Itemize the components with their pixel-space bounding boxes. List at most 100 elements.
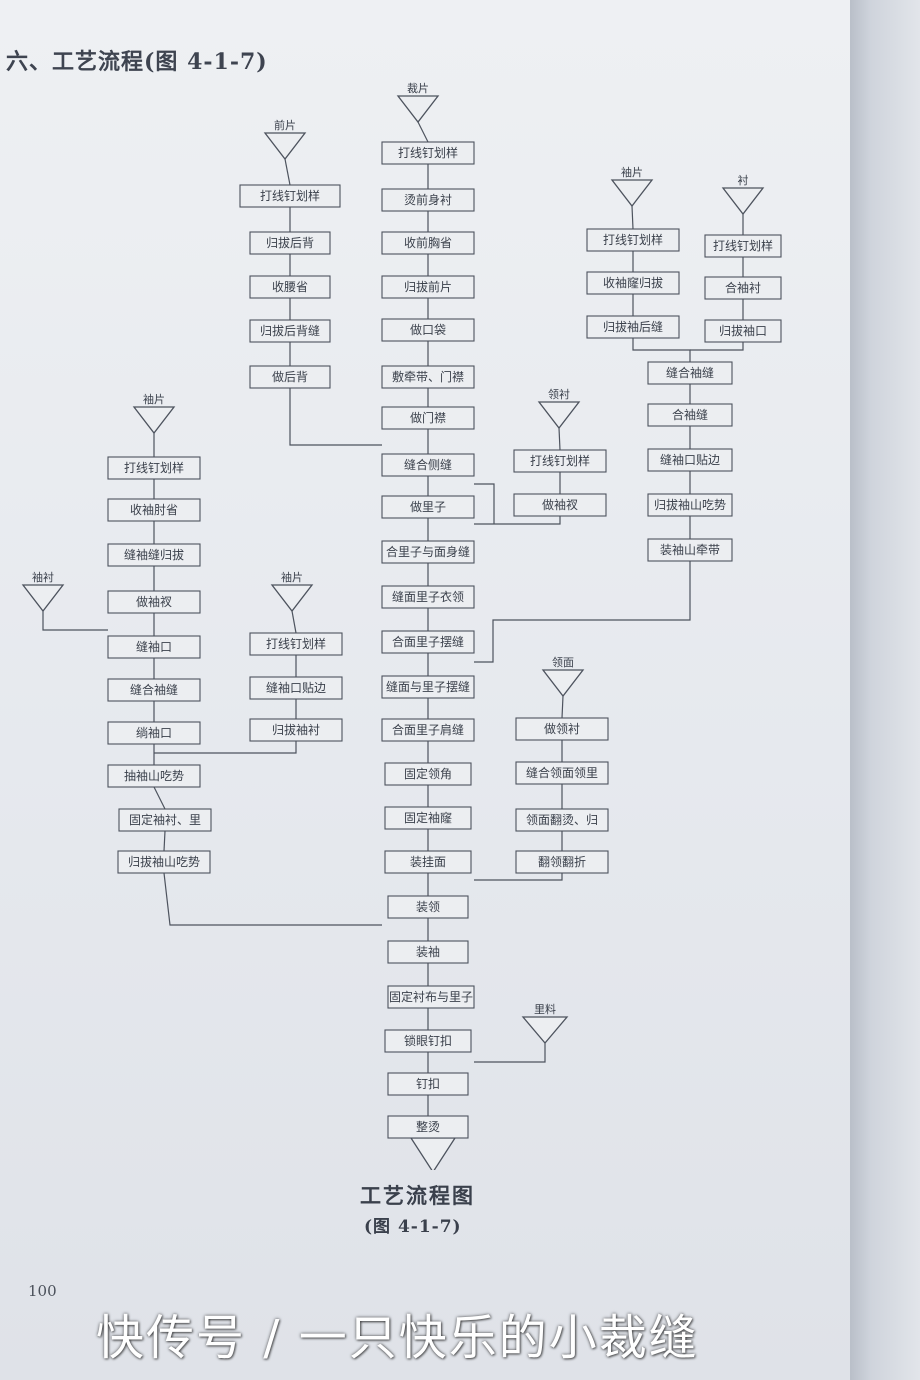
material-input-label: 领面 xyxy=(552,656,574,669)
process-step-frame xyxy=(704,319,782,343)
process-step-box: 缝面与里子摆缝 xyxy=(381,675,475,699)
process-step-frame xyxy=(249,676,343,700)
section-title: 六、工艺流程(图 4-1-7) xyxy=(6,49,268,75)
material-input-triangle xyxy=(21,584,65,613)
process-step-box: 归拔袖后缝 xyxy=(586,315,680,339)
material-input-triangle xyxy=(132,406,176,435)
process-step-label: 合里子与面身缝 xyxy=(386,544,470,559)
process-step-frame xyxy=(515,761,609,785)
material-input-triangle xyxy=(396,95,440,124)
process-step-frame xyxy=(647,448,733,472)
material-input-triangle xyxy=(537,401,581,430)
process-step-label: 归拔前片 xyxy=(404,279,452,294)
process-step-label: 缝合领面领里 xyxy=(526,765,598,780)
flow-connector xyxy=(474,1043,546,1063)
process-step-frame xyxy=(513,493,607,517)
process-step-label: 缝袖缝归拔 xyxy=(124,547,184,562)
process-step-box: 缝合袖缝 xyxy=(107,678,201,702)
process-step-box: 归拔袖口 xyxy=(704,319,782,343)
process-step-label: 归拔袖山吃势 xyxy=(654,497,726,512)
process-flow-chart: 裁片前片袖片衬袖片袖衬袖片领衬里料领面 打线钉划样烫前身衬收前胸省归拔前片做口袋… xyxy=(21,82,782,1170)
process-step-frame xyxy=(107,543,201,567)
process-step-box: 翻领翻折 xyxy=(515,850,609,874)
process-step-frame xyxy=(381,188,475,212)
process-step-label: 敷牵带、门襟 xyxy=(392,369,464,384)
process-step-box: 钉扣 xyxy=(387,1072,469,1096)
process-step-label: 做后背 xyxy=(272,369,308,384)
flow-boxes: 打线钉划样烫前身衬收前胸省归拔前片做口袋敷牵带、门襟做门襟缝合侧缝做里子合里子与… xyxy=(107,141,782,1139)
process-step-label: 合袖缝 xyxy=(672,407,708,422)
figure-number: (图 4-1-7) xyxy=(364,1217,462,1237)
flow-connector xyxy=(291,610,297,634)
process-step-box: 锁眼钉扣 xyxy=(384,1029,472,1053)
process-step-frame xyxy=(107,721,201,745)
process-step-label: 收袖肘省 xyxy=(130,502,178,517)
process-step-label: 缝袖口 xyxy=(136,639,172,654)
process-step-label: 缝袖口贴边 xyxy=(660,452,720,467)
process-step-label: 缝合侧缝 xyxy=(404,457,452,472)
process-step-frame xyxy=(381,453,475,477)
process-step-box: 做领衬 xyxy=(515,717,609,741)
process-step-frame xyxy=(384,1029,472,1053)
process-step-frame xyxy=(381,630,475,654)
flow-connector xyxy=(289,388,382,446)
process-step-frame xyxy=(515,850,609,874)
process-step-label: 打线钉划样 xyxy=(530,453,590,468)
process-step-label: 打线钉划样 xyxy=(713,238,773,253)
material-input-label: 袖衬 xyxy=(32,570,54,584)
process-step-label: 归拔袖后缝 xyxy=(603,319,663,334)
process-step-label: 归拔袖口 xyxy=(719,323,767,338)
process-step-label: 翻领翻折 xyxy=(538,854,586,869)
process-step-label: 装袖山牵带 xyxy=(660,542,720,557)
process-step-frame xyxy=(384,762,472,786)
process-step-label: 缝袖口贴边 xyxy=(266,680,326,695)
process-step-box: 领面翻烫、归 xyxy=(515,808,609,832)
process-step-frame xyxy=(381,318,475,342)
process-step-label: 归拔后背缝 xyxy=(260,323,320,338)
process-step-frame xyxy=(704,276,782,300)
process-step-box: 收袖肘省 xyxy=(107,498,201,522)
process-step-box: 固定领角 xyxy=(384,762,472,786)
material-input-label: 裁片 xyxy=(407,82,429,95)
flow-connector xyxy=(474,516,561,525)
process-step-frame xyxy=(381,718,475,742)
process-step-frame xyxy=(117,850,211,874)
process-step-frame xyxy=(107,635,201,659)
process-step-label: 钉扣 xyxy=(416,1077,440,1091)
process-step-frame xyxy=(107,764,201,788)
flow-connector xyxy=(558,427,561,451)
material-input-label: 袖片 xyxy=(143,392,165,406)
process-step-frame xyxy=(586,228,680,252)
process-step-label: 做领衬 xyxy=(544,721,580,736)
process-step-frame xyxy=(515,717,609,741)
process-step-box: 固定衬布与里子 xyxy=(387,985,475,1009)
process-step-label: 收袖窿归拔 xyxy=(603,275,663,290)
process-step-label: 烫前身衬 xyxy=(404,192,452,207)
process-step-label: 做袖衩 xyxy=(136,594,172,609)
process-step-box: 归拔袖山吃势 xyxy=(117,850,211,874)
process-step-box: 缝袖缝归拔 xyxy=(107,543,201,567)
process-step-box: 打线钉划样 xyxy=(107,456,201,480)
process-step-box: 打线钉划样 xyxy=(381,141,475,165)
flow-connector xyxy=(690,342,744,351)
process-step-label: 打线钉划样 xyxy=(398,145,458,160)
process-step-frame xyxy=(387,895,469,919)
process-step-frame xyxy=(249,275,331,299)
flow-connector xyxy=(284,158,291,186)
page-number: 100 xyxy=(28,1282,57,1300)
material-input-triangle xyxy=(610,179,654,208)
process-step-box: 装领 xyxy=(387,895,469,919)
process-step-box: 固定袖衬、里 xyxy=(118,808,212,832)
process-step-box: 缝合领面领里 xyxy=(515,761,609,785)
flow-connector xyxy=(163,830,166,852)
process-step-frame xyxy=(647,538,733,562)
process-step-label: 合袖衬 xyxy=(725,280,761,295)
process-step-frame xyxy=(586,315,680,339)
process-step-frame xyxy=(381,141,475,165)
process-step-label: 做袖衩 xyxy=(542,497,578,512)
process-step-box: 打线钉划样 xyxy=(249,632,343,656)
process-step-label: 装挂面 xyxy=(410,855,446,869)
process-step-box: 做袖衩 xyxy=(513,493,607,517)
process-step-box: 合袖衬 xyxy=(704,276,782,300)
process-step-frame xyxy=(384,850,472,874)
